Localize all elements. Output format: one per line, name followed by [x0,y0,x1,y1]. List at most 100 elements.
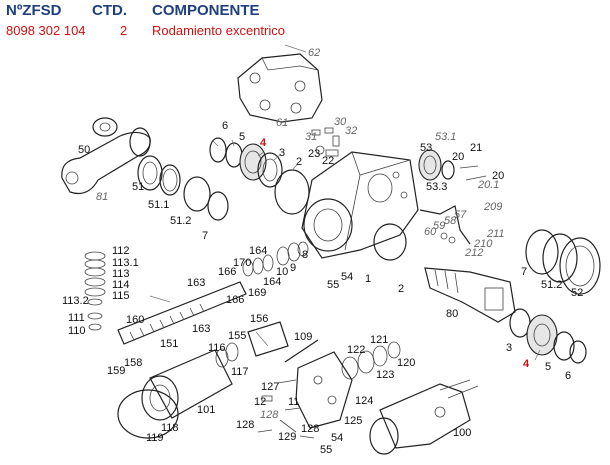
label-210: 210 [473,238,493,250]
quantity-column-title: CTD. [92,2,127,19]
label-159: 159 [107,365,125,377]
label-30: 30 [334,116,347,128]
sector-shaft [424,267,516,323]
label-212: 212 [464,247,483,259]
label-5: 5 [239,131,245,143]
label-120: 120 [397,357,415,369]
label-20: 20 [452,151,464,163]
label-166b: 166 [226,294,244,306]
label-128c: 128 [301,423,319,435]
label-21: 21 [470,142,482,154]
label-3b: 3 [506,342,512,354]
label-8: 8 [302,249,308,261]
cylinder-housing [117,349,233,439]
header: NºZFSD CTD. COMPONENTE 8098 302 104 2 Ro… [0,0,610,42]
label-12: 12 [254,396,266,408]
label-156: 156 [250,313,268,325]
label-11: 11 [288,396,299,408]
label-109: 109 [294,331,312,343]
label-53-1: 53.1 [435,131,456,143]
seal-set-left [137,155,229,221]
label-7: 7 [202,230,208,242]
label-160: 160 [126,314,144,326]
component-value: Rodamiento excentrico [152,23,285,38]
label-128: 128 [260,409,279,421]
label-51: 51 [132,181,144,193]
label-116: 116 [208,342,226,354]
label-31: 31 [305,131,317,143]
label-2b: 2 [398,283,404,295]
label-6b: 6 [565,370,571,382]
label-117: 117 [231,366,249,378]
label-54b: 54 [331,432,343,444]
leader-lines [149,139,541,361]
label-121: 121 [370,334,388,346]
label-6: 6 [222,120,228,132]
label-211: 211 [486,228,505,240]
label-151: 151 [160,338,178,350]
valve-small-parts [311,127,340,157]
label-20b: 20 [492,170,504,182]
input-shaft-assembly [369,379,479,455]
label-119: 119 [146,432,164,444]
label-57: 57 [454,209,467,221]
label-158: 158 [124,357,142,369]
label-163b: 163 [192,323,210,335]
label-169: 169 [248,287,266,299]
valve-bearing-group [418,149,487,181]
label-155: 155 [228,330,246,342]
label-4-highlight-b: 4 [523,358,530,370]
label-118: 118 [161,422,179,434]
screw-set [257,379,315,439]
eccentric-bearing-group-top [209,137,310,215]
label-80: 80 [446,308,458,320]
piston-parts [215,321,319,368]
label-170: 170 [233,257,251,269]
label-53: 53 [420,142,432,154]
pitman-arm [61,117,151,195]
component-column-title: COMPONENTE [152,2,260,19]
part-number-value: 8098 302 104 [6,23,86,38]
label-53-3: 53.3 [426,181,447,193]
hydraulic-line [419,205,471,245]
label-129: 129 [278,431,296,443]
label-22: 22 [322,155,334,167]
label-113: 113 [112,268,130,280]
label-51-2: 51.2 [170,215,191,227]
eccentric-bearing-group-bottom [509,308,587,364]
label-81: 81 [96,191,108,203]
label-55: 55 [327,279,339,291]
label-20-1: 20.1 [477,179,499,191]
label-62: 62 [308,47,320,59]
valve-ring-set [242,241,309,277]
label-3: 3 [279,147,285,159]
label-122: 122 [347,344,365,356]
label-128b: 128 [236,419,254,431]
label-10: 10 [276,266,288,278]
label-110: 110 [68,325,86,337]
label-50: 50 [78,144,90,156]
label-52: 52 [571,287,583,299]
label-114: 114 [112,279,130,291]
label-164b: 164 [263,276,281,288]
label-164: 164 [249,245,267,257]
label-209: 209 [483,201,502,213]
label-60: 60 [424,226,437,238]
label-125: 125 [344,415,362,427]
label-4-highlight: 4 [260,137,267,149]
label-111: 111 [68,312,85,324]
label-101: 101 [197,404,215,416]
label-54: 54 [341,271,353,283]
part-number-column-title: NºZFSD [6,2,62,19]
label-127: 127 [261,381,279,393]
end-cover-parts [295,341,401,429]
label-1: 1 [365,273,371,285]
mounting-bracket [237,44,323,123]
seal-set-right [525,229,601,295]
label-51-1: 51.1 [148,199,169,211]
quantity-value: 2 [120,23,128,38]
label-124: 124 [355,395,373,407]
ball-guide-stack [84,251,106,331]
label-51-2b: 51.2 [541,279,562,291]
